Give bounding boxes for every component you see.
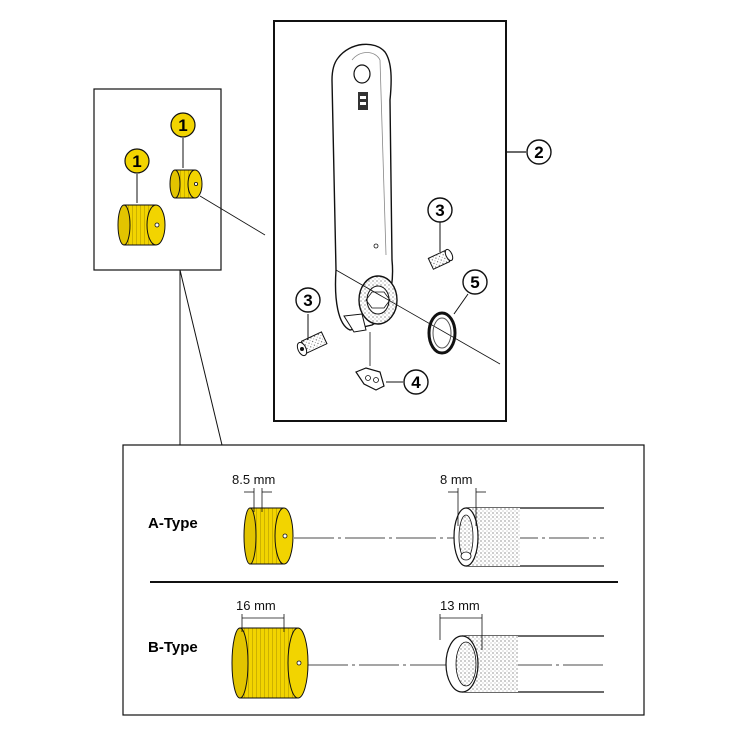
pinch-bolt-right xyxy=(427,248,454,270)
crank-bore xyxy=(358,275,398,325)
svg-text:1: 1 xyxy=(178,116,187,135)
b-type-spindle xyxy=(445,635,604,693)
a-type-spindle xyxy=(453,507,604,567)
b-type-label: B-Type xyxy=(148,639,198,656)
crank-logo xyxy=(358,92,368,110)
b-type-left-dimension: 16 mm xyxy=(236,598,276,613)
svg-text:5: 5 xyxy=(470,273,479,292)
callout-5: 5 xyxy=(462,269,488,295)
b-type-right-dimension: 13 mm xyxy=(440,598,480,613)
svg-text:4: 4 xyxy=(411,373,421,392)
callout-3-right: 3 xyxy=(427,197,453,223)
svg-text:1: 1 xyxy=(132,152,141,171)
callout-2: 2 xyxy=(526,139,552,165)
a-type-label: A-Type xyxy=(148,515,198,532)
a-type-cap xyxy=(243,507,294,565)
callout-3-left: 3 xyxy=(295,287,321,313)
b-type-cap xyxy=(231,627,309,699)
pinch-bolt-left xyxy=(296,331,328,357)
type-comparison-box: A-Type 8.5 mm 8 mm xyxy=(122,444,645,716)
callout-1-small: 1 xyxy=(170,112,196,138)
inset-connector-lines xyxy=(179,269,223,446)
svg-text:3: 3 xyxy=(303,291,312,310)
a-type-right-dimension: 8 mm xyxy=(440,472,473,487)
safety-plate xyxy=(355,367,385,391)
caps-inset: 1 1 xyxy=(93,88,222,271)
a-type-left-dimension: 8.5 mm xyxy=(232,472,275,487)
pedal-hole xyxy=(353,64,371,84)
svg-text:2: 2 xyxy=(534,143,543,162)
large-crank-cap xyxy=(117,204,166,246)
small-crank-cap xyxy=(169,169,203,199)
callout-1-large: 1 xyxy=(124,148,150,174)
callout-4: 4 xyxy=(403,369,429,395)
crank-arm-box: 3 3 5 4 xyxy=(273,20,507,422)
svg-text:3: 3 xyxy=(435,201,444,220)
o-ring xyxy=(427,311,457,355)
